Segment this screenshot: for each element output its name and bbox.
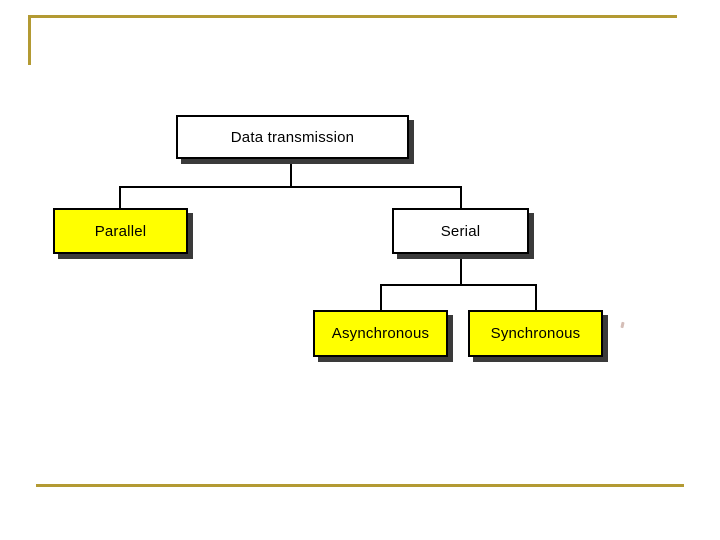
node-label-serial: Serial: [440, 222, 481, 240]
node-label-parallel: Parallel: [94, 222, 147, 240]
connector-serial-crossbar: [380, 284, 537, 286]
left-accent-rule: [28, 15, 31, 65]
connector-drop-parallel: [119, 188, 121, 208]
top-accent-rule: [28, 15, 677, 18]
node-asynchronous: Asynchronous: [313, 310, 448, 357]
connector-drop-asynchronous: [380, 286, 382, 310]
connector-drop-synchronous: [535, 286, 537, 310]
connector-serial-stem: [460, 254, 462, 285]
connector-root-crossbar: [119, 186, 462, 188]
node-label-data-transmission: Data transmission: [230, 128, 355, 146]
node-data-transmission: Data transmission: [176, 115, 409, 159]
node-serial: Serial: [392, 208, 529, 254]
node-parallel: Parallel: [53, 208, 188, 254]
node-label-asynchronous: Asynchronous: [331, 325, 430, 342]
bottom-accent-rule: [36, 484, 684, 487]
connector-root-stem: [290, 159, 292, 187]
node-label-synchronous: Synchronous: [490, 325, 581, 342]
stray-scan-artifact: [620, 321, 625, 329]
node-synchronous: Synchronous: [468, 310, 603, 357]
connector-drop-serial: [460, 188, 462, 208]
